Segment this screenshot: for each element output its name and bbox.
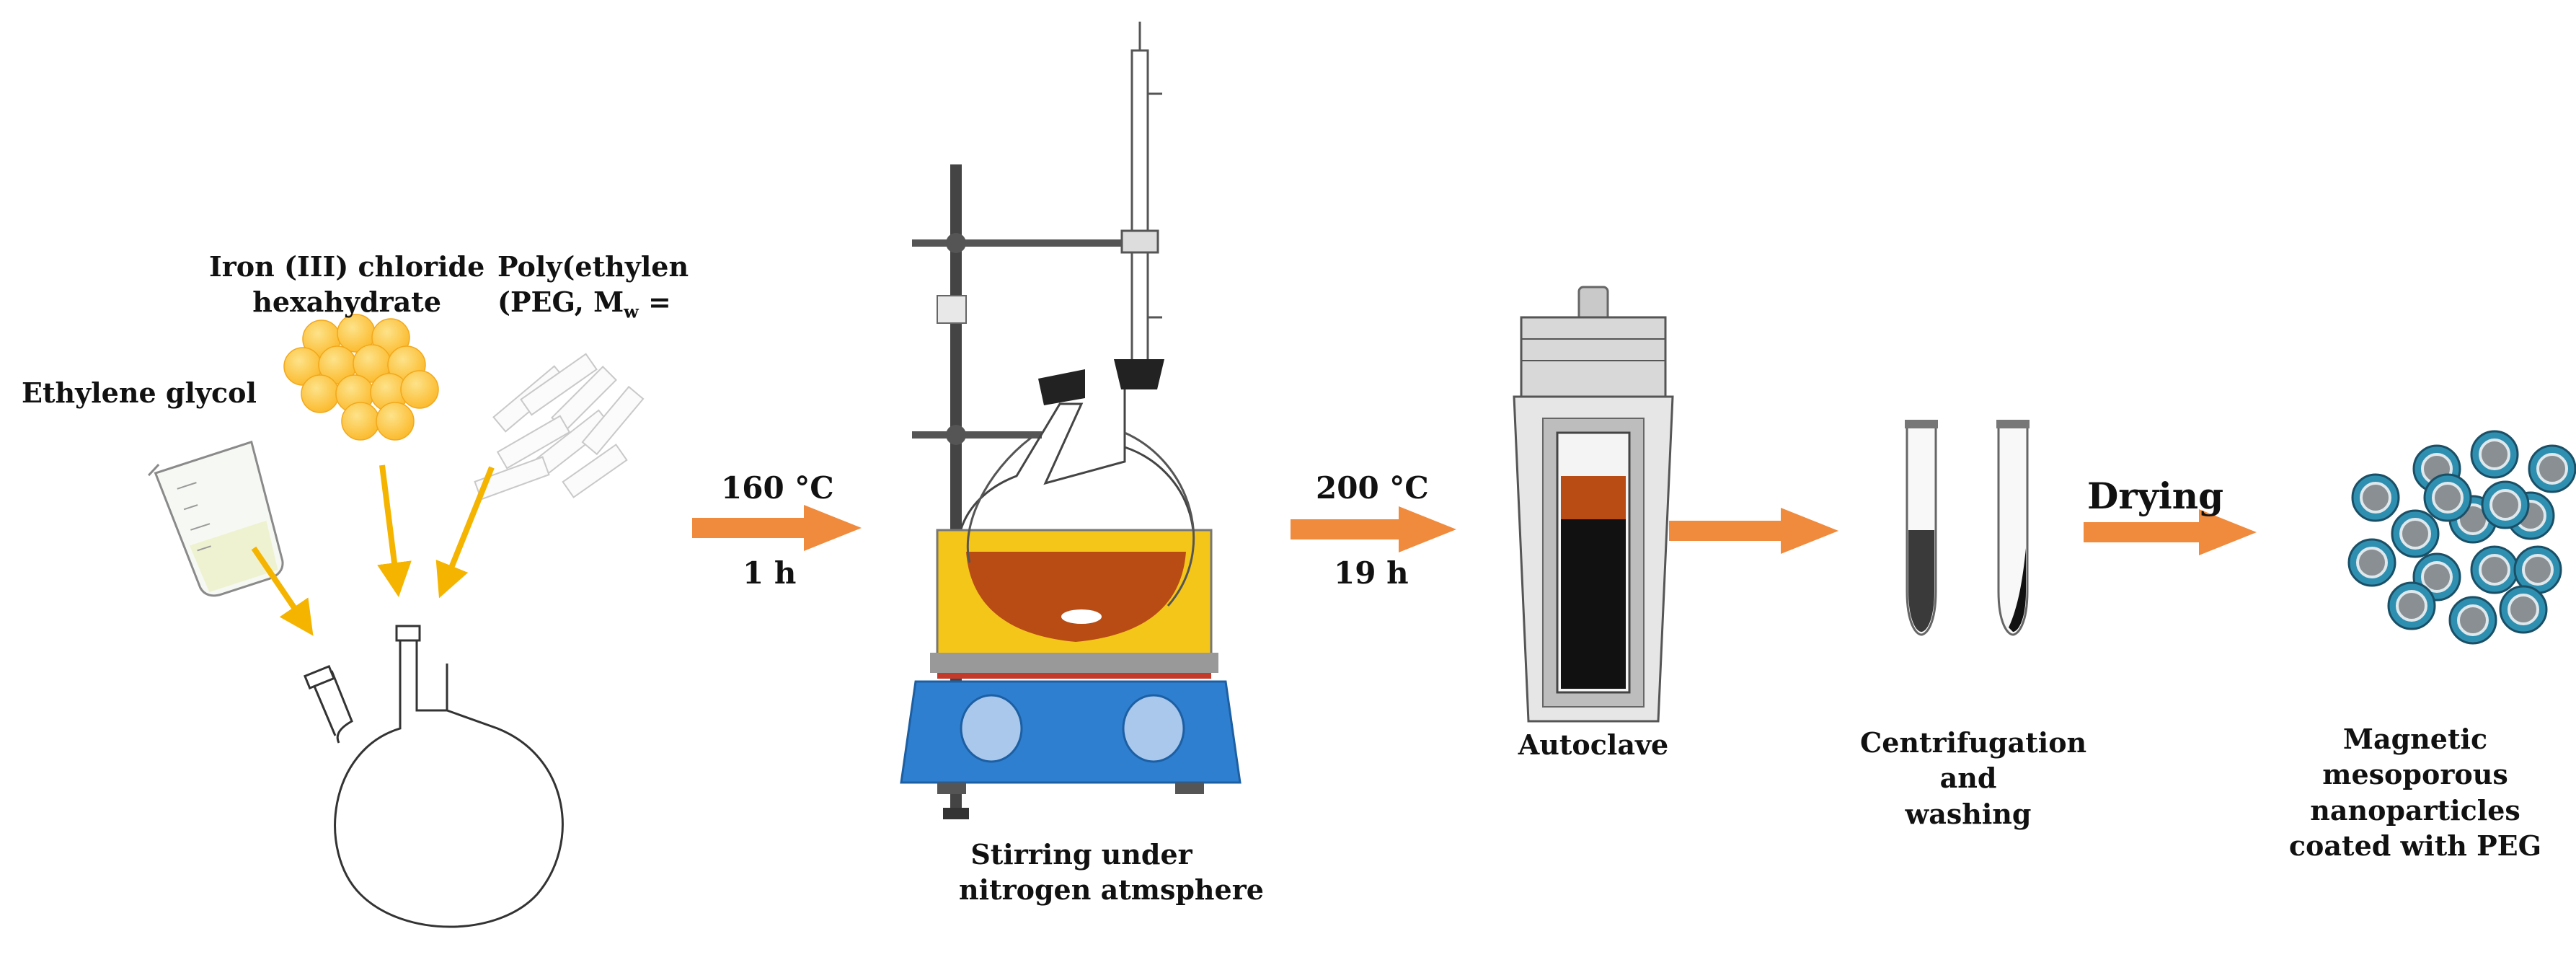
nanoparticles-icon <box>2347 430 2576 645</box>
nanoparticle-core <box>2489 489 2521 521</box>
centrifuge-tube-2-icon <box>1996 420 2030 636</box>
centrifuge-tube-1-icon <box>1905 420 1938 636</box>
peg-flakes-icon <box>474 353 645 501</box>
process-arrows <box>692 505 2257 555</box>
feed-arrow-glycol <box>251 546 314 636</box>
arrow-1-time: 1 h <box>743 555 797 591</box>
two-neck-flask-icon <box>303 625 564 928</box>
iron-chloride-label: Iron (III) chloride hexahydrate <box>209 250 485 319</box>
product-label: Magnetic mesoporous nanoparticles coated… <box>2288 723 2542 863</box>
arrow-2-temperature: 200 °C <box>1316 470 1429 506</box>
arrow-2-time: 19 h <box>1334 555 1409 591</box>
arrow-3 <box>1669 508 1838 554</box>
feed-arrow-fecl3 <box>377 464 412 597</box>
iron-chloride-pellets-icon <box>283 314 439 441</box>
nanoparticle-core <box>2432 482 2464 514</box>
nanoparticle-core <box>2356 547 2388 578</box>
arrow-1-temperature: 160 °C <box>721 470 834 506</box>
stirring-label: Stirring under nitrogen atmsphere <box>959 838 1264 907</box>
centrifugation-label: Centrifugation and washing <box>1860 726 2087 830</box>
feed-arrow-peg <box>435 466 495 599</box>
arrow-1 <box>692 505 862 551</box>
nanoparticle-core <box>2508 594 2539 625</box>
nanoparticle-core <box>2536 453 2568 485</box>
arrow-4-drying-label: Drying <box>2087 475 2224 517</box>
reaction-mixture <box>966 552 1186 642</box>
nanoparticle-core <box>2360 482 2391 514</box>
arrow-2 <box>1291 506 1456 552</box>
nanoparticle-core <box>2522 554 2554 586</box>
autoclave-label: Autoclave <box>1518 728 1669 761</box>
autoclave-icon <box>1513 286 1674 723</box>
stirrer-base <box>900 680 1241 784</box>
beaker-icon <box>148 440 284 597</box>
arrow-4 <box>2084 509 2257 555</box>
ethylene-glycol-label: Ethylene glycol <box>22 376 257 409</box>
peg-label: Poly(ethylen (PEG, Mw = <box>497 250 689 322</box>
feed-arrows <box>251 464 495 636</box>
nanoparticle-core <box>2479 554 2510 586</box>
reflux-apparatus-icon <box>900 22 1241 819</box>
nanoparticle-core <box>2421 561 2453 593</box>
nanoparticle-core <box>2457 604 2489 636</box>
nanoparticle-core <box>2396 590 2427 622</box>
nanoparticle-core <box>2479 439 2510 470</box>
nanoparticle-core <box>2399 518 2431 550</box>
